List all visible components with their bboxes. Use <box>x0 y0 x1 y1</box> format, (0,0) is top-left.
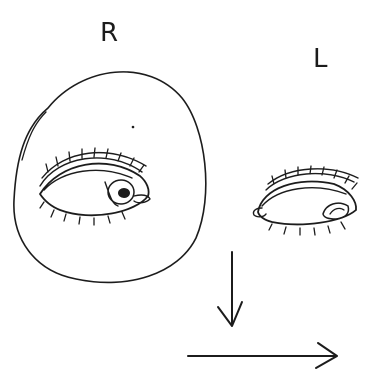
left-eye-drawing <box>253 166 358 235</box>
down-arrow <box>218 252 242 326</box>
left-eye-label: L <box>313 44 328 74</box>
right-eye-label: R <box>100 18 118 48</box>
right-eye-drawing <box>40 148 150 225</box>
right-arrow <box>188 343 337 368</box>
